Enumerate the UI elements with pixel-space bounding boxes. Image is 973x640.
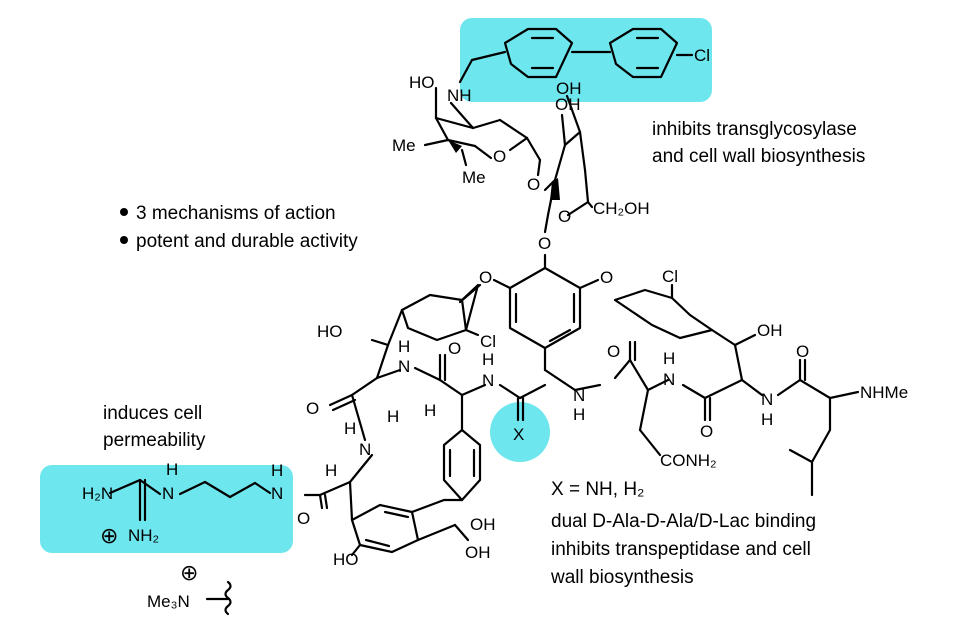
carbonyl-oxygen-label: O [448, 339, 461, 358]
ether-oxygen-label: O [600, 268, 613, 287]
mechanisms-bullet-2: potent and durable activity [136, 231, 358, 252]
guanidine-highlight [40, 465, 293, 553]
amino-label: H₂N [82, 484, 113, 503]
x-definition-note: X = NH, H₂ [551, 479, 644, 500]
transglycosylase-note-line2: and cell wall biosynthesis [652, 146, 865, 167]
mechanisms-bullet-1: 3 mechanisms of action [136, 203, 336, 224]
amino-label: NH₂ [128, 526, 159, 545]
hydroxyl-label: OH [556, 79, 582, 98]
carbonyl-oxygen-label: O [700, 422, 713, 441]
ring-oxygen-label: O [493, 147, 506, 166]
amide-h-label: H [344, 419, 356, 438]
hydroxymethyl-label: CH₂OH [593, 199, 650, 218]
alpha-h-label: H [424, 401, 436, 420]
amide-h-label: H [663, 349, 675, 368]
hydroxyl-label: HO [317, 322, 343, 341]
permeability-note-line1: induces cell [103, 403, 202, 424]
alpha-h-label: H [387, 407, 399, 426]
hydroxyl-label: OH [555, 95, 581, 114]
positive-charge-icon: ⊕ [100, 523, 118, 548]
positive-charge-icon: ⊕ [180, 560, 198, 585]
amino-sugar-bonds [423, 86, 542, 167]
amide-n-label: N [398, 357, 410, 376]
ether-oxygen-label: O [479, 268, 492, 287]
amide-n-label: N [573, 386, 585, 405]
amide-n-label: N [482, 371, 494, 390]
chloro-label: Cl [694, 46, 710, 65]
amine-label: NH [447, 86, 472, 105]
central-aryl-bonds [492, 266, 600, 392]
permeability-note-line2: permeability [103, 430, 206, 451]
methyl-label: Me [392, 136, 416, 155]
hydroxyl-label: OH [465, 543, 491, 562]
bullet-icon [120, 208, 128, 216]
carbonyl-oxygen-label: O [306, 399, 319, 418]
biphenyl-highlight [460, 18, 712, 102]
x-substituent-label: X [513, 425, 524, 444]
attachment-bond-icon [205, 580, 232, 616]
biphenyl-bonds [458, 27, 694, 84]
amide-n-label: N [761, 390, 773, 409]
carboxamide-label: CONH₂ [660, 451, 717, 470]
hydroxyl-label: OH [757, 321, 783, 340]
left-chloroaryl-bonds [370, 283, 482, 380]
bullet-icon [120, 236, 128, 244]
carbonyl-oxygen-label: O [796, 342, 809, 361]
alpha-h-label: H [325, 461, 337, 480]
amine-h-label: H [166, 460, 178, 479]
chloro-label: Cl [662, 267, 678, 286]
amide-h-label: H [271, 461, 283, 480]
peptide-backbone-bonds [303, 340, 860, 522]
ring-oxygen-label: O [558, 207, 571, 226]
linker-oxygen-label: O [538, 234, 551, 253]
carbonyl-oxygen-label: O [607, 342, 620, 361]
binding-note-line3: wall biosynthesis [550, 567, 694, 588]
amide-n-label: N [359, 440, 371, 459]
glycosidic-oxygen-label: O [527, 175, 540, 194]
glucose-bonds [536, 94, 594, 234]
amide-n-label: N [663, 370, 675, 389]
lower-aryl-bonds [350, 428, 482, 557]
amide-h-label: H [398, 337, 410, 356]
guanidine-chain-bonds [108, 478, 272, 522]
hydroxyl-label: HO [409, 73, 435, 92]
hydroxyl-label: HO [333, 550, 359, 569]
transglycosylase-note-line1: inhibits transglycosylase [652, 119, 857, 140]
methylamino-label: NHMe [860, 383, 908, 402]
binding-note-line2: inhibits transpeptidase and cell [551, 539, 811, 560]
amide-h-label: H [573, 405, 585, 424]
trimethylammonium-label: Me₃N [147, 592, 190, 611]
binding-note-line1: dual D-Ala-D-Ala/D-Lac binding [551, 511, 816, 532]
hydroxyl-label: OH [470, 515, 496, 534]
amide-h-label: H [482, 350, 494, 369]
carbonyl-oxygen-label: O [297, 509, 310, 528]
right-chloroaryl-bonds [613, 283, 757, 382]
amide-h-label: H [761, 410, 773, 429]
amide-n-label: N [271, 484, 283, 503]
chloro-label: Cl [480, 332, 496, 351]
x-position-highlight [490, 402, 550, 462]
methyl-label: Me [462, 168, 486, 187]
amine-n-label: N [162, 484, 174, 503]
